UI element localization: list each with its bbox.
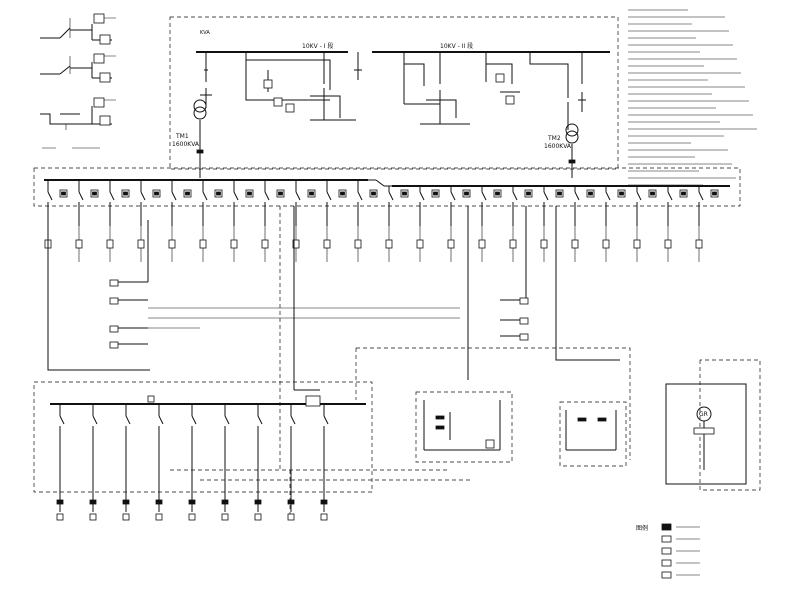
lv-feeder [137, 180, 161, 262]
lv-feeder [602, 186, 626, 262]
tm1-tag: TM1 [175, 133, 189, 140]
lv-feeder [509, 186, 533, 262]
tm2-tag: TM2 [547, 135, 561, 142]
lv-feeder [75, 180, 99, 262]
lv-feeder [664, 186, 688, 262]
mcc-feeder [254, 404, 263, 521]
lv-feeder [416, 186, 440, 262]
transformer-tm1: TM1 1600KVA [172, 99, 207, 178]
lv-switchgear-enclosure [33, 167, 741, 207]
lv-feeders [44, 180, 719, 262]
lv-feeder [478, 186, 502, 262]
legend-entry [661, 535, 700, 543]
lv-feeder [230, 180, 254, 262]
hv-feeders [200, 52, 586, 130]
mcc-feeder [188, 404, 197, 521]
hv-bus-label-1: 10KV - I 段 [302, 42, 333, 50]
mcc-feeder [122, 404, 131, 521]
transformer-tm2: TM2 1600KVA [544, 123, 579, 178]
generator-symbol-label: GR [699, 411, 708, 418]
legend-entry [661, 523, 700, 531]
lv-feeder [106, 180, 130, 262]
lv-feeder [199, 180, 223, 262]
distribution-board-middle [415, 391, 513, 463]
lv-feeder [261, 180, 285, 262]
lv-feeder [571, 186, 595, 262]
distribution-board-right [559, 401, 627, 467]
hv-incoming-note: KVA [200, 30, 210, 36]
mcc-feeder [89, 404, 98, 521]
tm2-rating: 1600KVA [544, 143, 572, 150]
notes-column [628, 9, 757, 186]
tm1-rating: 1600KVA [172, 141, 200, 148]
lv-feeder [323, 180, 347, 262]
mcc-feeders [56, 404, 329, 521]
legend-title: 图例 [636, 524, 648, 532]
mcc-feeder [320, 404, 329, 521]
control-circuit-sketches [40, 13, 116, 149]
lv-feeder [633, 186, 657, 262]
legend: 图例 [636, 523, 700, 579]
mcc-feeder [221, 404, 230, 521]
hv-bus-label-2: 10KV - II 段 [440, 42, 473, 50]
generator-panel: GR [665, 383, 747, 485]
legend-entry [661, 547, 700, 555]
lv-feeder [354, 180, 378, 262]
legend-entry [661, 559, 700, 567]
mcc-section-left [33, 381, 373, 493]
bus-coupler [368, 179, 392, 187]
hv-busbars: 10KV - I 段 10KV - II 段 KVA [196, 30, 610, 53]
mcc-feeder [287, 404, 296, 521]
mcc-feeder [56, 404, 65, 521]
interconnect-wiring [47, 206, 761, 520]
lv-feeder [168, 180, 192, 262]
lv-feeder [447, 186, 471, 262]
lv-feeder [292, 180, 316, 262]
legend-entry [661, 571, 700, 579]
lv-feeder [695, 186, 719, 262]
lv-feeder [385, 186, 409, 262]
hv-switchgear-enclosure [169, 16, 619, 170]
mcc-feeder [155, 404, 164, 521]
lv-feeder [540, 186, 564, 262]
